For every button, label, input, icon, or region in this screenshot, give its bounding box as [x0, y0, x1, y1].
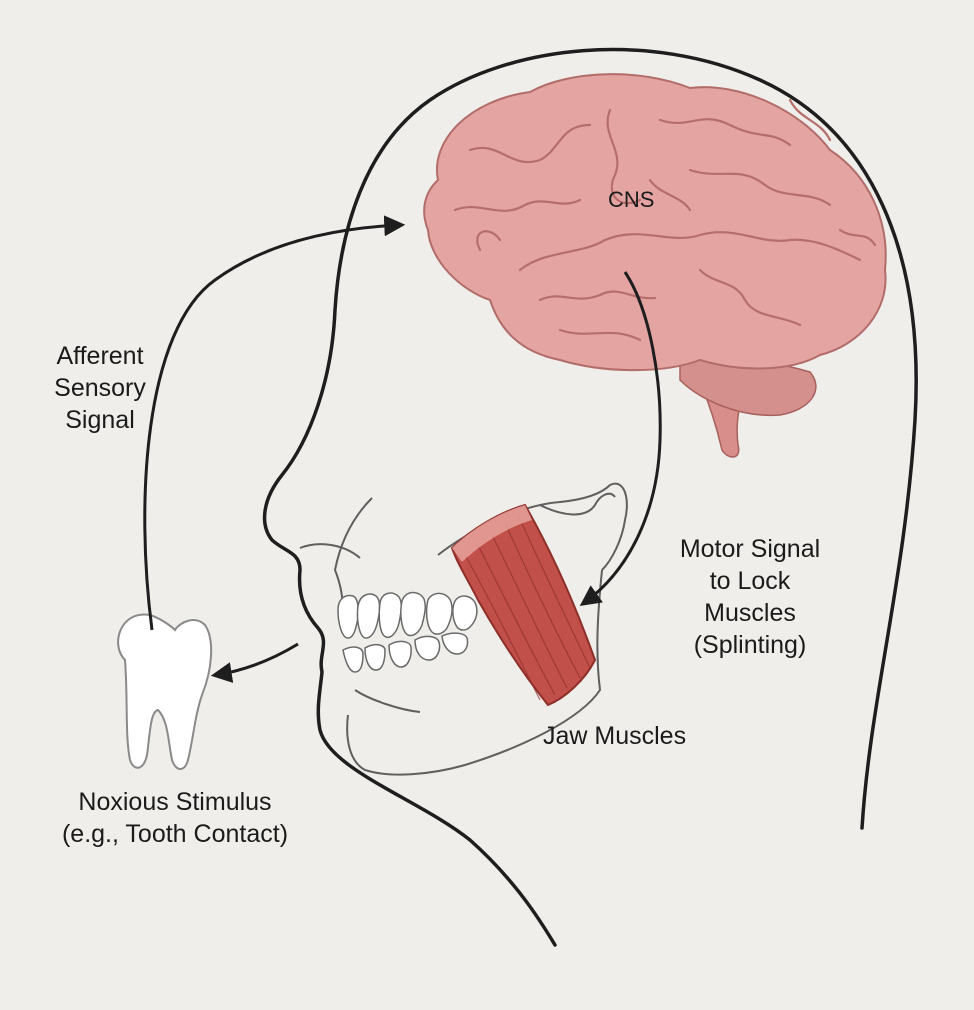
- stimulus-line-1: Noxious Stimulus: [78, 788, 272, 816]
- afferent-line-2: Sensory: [54, 374, 146, 402]
- afferent-label: Afferent Sensory Signal: [40, 340, 160, 436]
- brain-icon: [423, 73, 887, 458]
- afferent-line-1: Afferent: [56, 342, 144, 370]
- afferent-arrow: [143, 215, 406, 631]
- jaw-muscle-icon: [450, 503, 597, 707]
- head-outline: [262, 47, 918, 947]
- motor-line-3: Muscles: [704, 599, 796, 627]
- motor-arrow: [579, 271, 662, 607]
- stimulus-line-2: (e.g., Tooth Contact): [61, 820, 289, 848]
- tooth-icon: [117, 613, 213, 770]
- motor-line-1: Motor Signal: [679, 535, 821, 563]
- cns-label: CNS: [608, 187, 655, 212]
- stimulus-label: Noxious Stimulus (e.g., Tooth Contact): [30, 786, 320, 850]
- jaw-muscles-label: Jaw Muscles: [543, 722, 687, 750]
- afferent-line-3: Signal: [65, 406, 135, 434]
- teeth-icon: [337, 591, 478, 673]
- motor-line-4: (Splinting): [693, 631, 807, 659]
- stimulus-arrow: [210, 642, 299, 683]
- motor-line-2: to Lock: [709, 567, 791, 595]
- motor-label: Motor Signal to Lock Muscles (Splinting): [650, 533, 850, 661]
